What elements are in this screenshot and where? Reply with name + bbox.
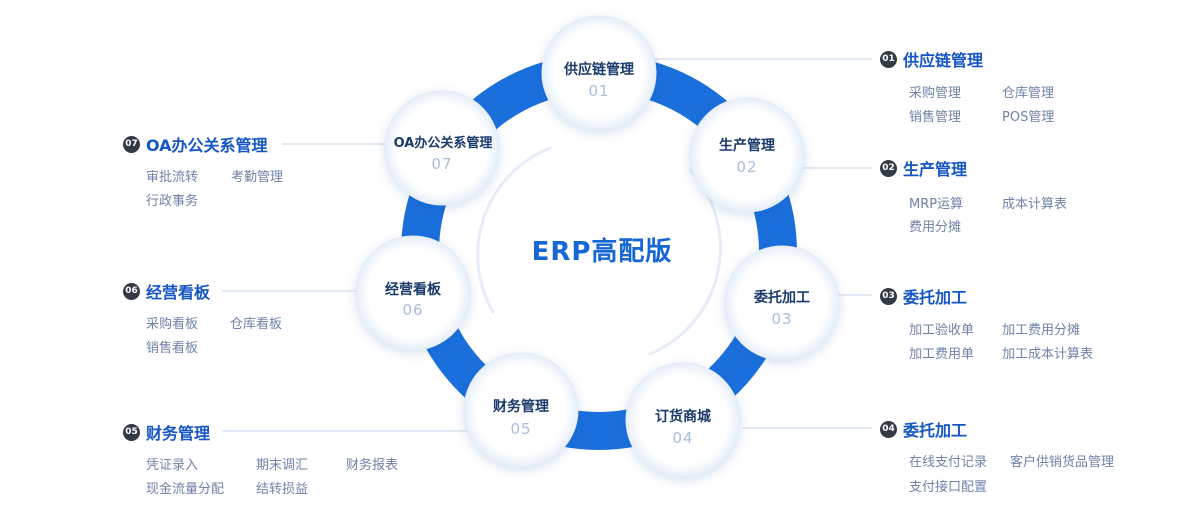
item-attendance-management[interactable]: 考勤管理	[231, 170, 284, 185]
group-title: 财务管理	[146, 424, 211, 443]
node-title: 委托加工	[753, 289, 810, 306]
item-processing-cost-sheet[interactable]: 加工成本计算表	[1002, 347, 1094, 362]
item-cash-flow-allocation[interactable]: 现金流量分配	[146, 482, 225, 497]
group-title: 供应链管理	[903, 51, 984, 70]
node-production[interactable]: 生产管理 02	[689, 97, 805, 213]
node-finance[interactable]: 财务管理 05	[463, 352, 579, 468]
group-title: 经营看板	[146, 283, 211, 302]
connector-lines	[222, 58, 872, 432]
group-oa-office: 07 OA办公关系管理 审批流转 考勤管理 行政事务	[123, 133, 283, 209]
group-title: 生产管理	[903, 160, 968, 179]
badge-07: 07	[123, 135, 140, 153]
group-title: 委托加工	[903, 288, 968, 307]
item-processing-acceptance[interactable]: 加工验收单	[909, 323, 975, 338]
node-number: 01	[588, 82, 609, 100]
item-purchase-management[interactable]: 采购管理	[909, 86, 962, 101]
item-customer-goods-management[interactable]: 客户供销货品管理	[1010, 455, 1115, 470]
node-title: 财务管理	[492, 398, 549, 415]
item-expense-allocation[interactable]: 费用分摊	[909, 220, 962, 235]
badge-04: 04	[880, 420, 897, 438]
center-title: ERP高配版	[532, 236, 673, 267]
group-supply-chain: 01 供应链管理 采购管理 仓库管理 销售管理 POS管理	[880, 48, 1054, 125]
node-oa-office[interactable]: OA办公关系管理 07	[384, 90, 500, 206]
group-finance: 05 财务管理 凭证录入 期末调汇 财务报表 现金流量分配 结转损益	[123, 421, 398, 497]
item-mrp[interactable]: MRP运算	[909, 197, 964, 212]
node-title: 经营看板	[385, 281, 442, 298]
item-sales-dashboard[interactable]: 销售看板	[146, 341, 199, 356]
badge-03: 03	[880, 287, 897, 305]
node-number: 03	[771, 310, 792, 328]
item-period-end-exchange[interactable]: 期末调汇	[256, 458, 309, 473]
badge-05: 05	[123, 423, 140, 441]
group-outsourcing: 03 委托加工 加工验收单 加工费用分摊 加工费用单 加工成本计算表	[880, 285, 1093, 362]
group-production: 02 生产管理 MRP运算 成本计算表 费用分摊	[880, 157, 1067, 235]
node-title: OA办公关系管理	[394, 135, 493, 151]
badge-02: 02	[880, 159, 897, 177]
node-number: 07	[431, 155, 452, 173]
node-number: 02	[736, 158, 757, 176]
inner-arc-left	[476, 146, 552, 314]
item-cost-sheet[interactable]: 成本计算表	[1002, 197, 1068, 212]
node-title: 供应链管理	[563, 61, 634, 78]
node-number: 06	[402, 301, 423, 319]
item-pos-management[interactable]: POS管理	[1002, 110, 1055, 125]
item-sales-management[interactable]: 销售管理	[909, 110, 962, 125]
item-payment-interface-config[interactable]: 支付接口配置	[909, 480, 988, 495]
node-number: 05	[510, 420, 531, 438]
item-financial-reports[interactable]: 财务报表	[346, 458, 399, 473]
item-profit-loss-carryover[interactable]: 结转损益	[256, 482, 309, 497]
group-order-mall: 04 委托加工 在线支付记录 客户供销货品管理 支付接口配置	[880, 418, 1114, 495]
item-processing-expense-sheet[interactable]: 加工费用单	[909, 347, 975, 362]
node-number: 04	[672, 429, 693, 447]
group-title: OA办公关系管理	[146, 136, 268, 155]
item-approval-flow[interactable]: 审批流转	[146, 170, 199, 185]
node-title: 生产管理	[719, 137, 775, 154]
badge-06: 06	[123, 282, 140, 300]
group-dashboard: 06 经营看板 采购看板 仓库看板 销售看板	[123, 280, 282, 356]
item-warehouse-dashboard[interactable]: 仓库看板	[230, 317, 283, 332]
item-processing-expense-allocation[interactable]: 加工费用分摊	[1002, 323, 1081, 338]
item-warehouse-management[interactable]: 仓库管理	[1002, 86, 1055, 101]
inner-circle	[459, 112, 739, 392]
node-order-mall[interactable]: 订货商城 04	[625, 362, 741, 478]
group-title: 委托加工	[903, 421, 968, 440]
item-purchase-dashboard[interactable]: 采购看板	[146, 317, 199, 332]
node-title: 订货商城	[655, 408, 711, 425]
badge-01: 01	[880, 50, 897, 68]
node-outsourcing[interactable]: 委托加工 03	[724, 245, 840, 361]
node-dashboard[interactable]: 经营看板 06	[355, 235, 471, 351]
item-voucher-entry[interactable]: 凭证录入	[146, 458, 199, 473]
item-online-payment-records[interactable]: 在线支付记录	[909, 455, 988, 470]
node-supply-chain[interactable]: 供应链管理 01	[541, 15, 657, 131]
item-administrative-affairs[interactable]: 行政事务	[146, 194, 199, 209]
